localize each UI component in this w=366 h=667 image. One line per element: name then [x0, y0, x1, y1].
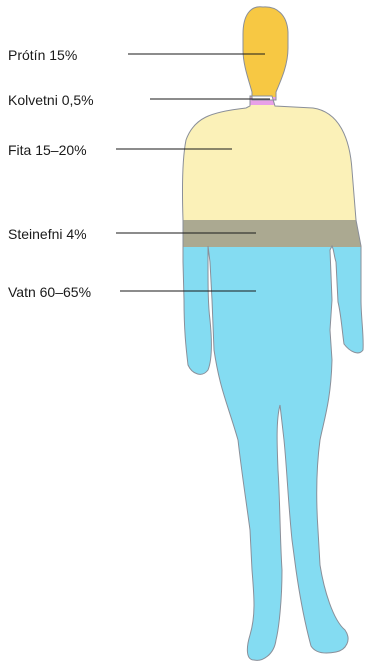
- protein-label: Prótín 15%: [8, 47, 77, 63]
- fat-band: [170, 105, 366, 220]
- water-label: Vatn 60–65%: [8, 284, 91, 300]
- water-band: [170, 247, 366, 667]
- label-carbohydrate: Kolvetni 0,5%: [8, 92, 270, 108]
- carbohydrate-label: Kolvetni 0,5%: [8, 92, 94, 108]
- label-protein: Prótín 15%: [8, 47, 265, 63]
- minerals-label: Steinefni 4%: [8, 226, 87, 242]
- protein-band: [170, 0, 366, 97]
- fat-label: Fita 15–20%: [8, 142, 87, 158]
- carbohydrate-band: [170, 97, 366, 105]
